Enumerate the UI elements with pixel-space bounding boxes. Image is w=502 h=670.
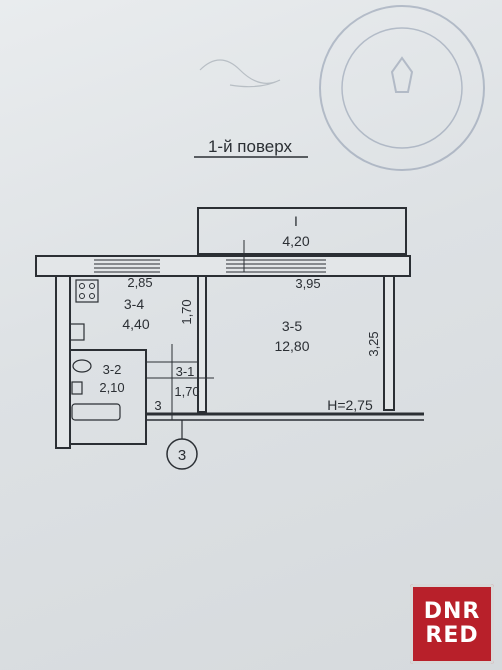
dim-hall-depth: 3 [154, 398, 161, 413]
room-3-4-area: 4,40 [122, 316, 149, 332]
dim-kitchen-width: 2,85 [127, 275, 152, 290]
room-3-2-id: 3-2 [103, 362, 122, 377]
balcony-outline [197, 207, 407, 255]
top-wall [35, 255, 411, 277]
floor-title: 1-й поверх [208, 137, 293, 156]
room-3-1-id: 3-1 [176, 364, 195, 379]
watermark-line2: RED [425, 623, 479, 648]
room-3-4-id: 3-4 [124, 296, 144, 312]
balcony-door [226, 240, 262, 273]
room-3-5-id: 3-5 [282, 318, 302, 334]
ceiling-height: H=2,75 [327, 397, 373, 413]
partition-wall [197, 275, 207, 413]
dim-living-width: 3,95 [295, 276, 320, 291]
window-living [262, 259, 326, 273]
stove-icon [75, 279, 99, 303]
kitchen-sink-icon [69, 323, 85, 341]
entrance-marker-label: 3 [178, 447, 186, 464]
signature-scribble [199, 59, 281, 88]
official-stamp [319, 5, 485, 171]
toilet-icon [72, 359, 92, 373]
right-wall [383, 275, 395, 411]
dim-kitchen-depth: 1,70 [179, 299, 194, 324]
balcony-label: I [294, 213, 298, 229]
bathtub-icon [71, 403, 121, 421]
room-3-1-area: 1,70 [174, 384, 199, 399]
dim-living-depth: 3,25 [366, 331, 381, 356]
window-kitchen [94, 259, 160, 273]
room-3-2-area: 2,10 [99, 380, 124, 395]
watermark-line1: DNR [423, 599, 481, 624]
balcony-area: 4,20 [282, 233, 309, 249]
room-3-5-area: 12,80 [274, 338, 309, 354]
dnr-red-watermark-logo: DNR RED [410, 584, 494, 664]
bathroom-outline [69, 349, 147, 445]
left-wall [55, 275, 71, 449]
washbasin-icon [71, 381, 83, 395]
